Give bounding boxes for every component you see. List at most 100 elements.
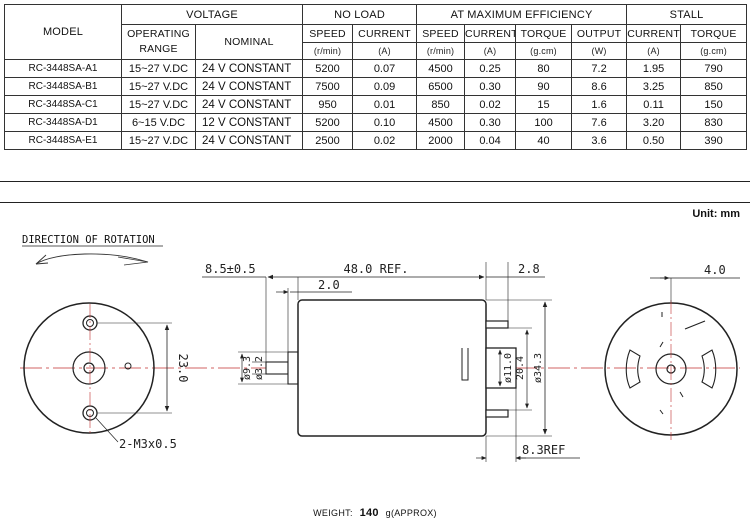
max-efficiency-header: AT MAXIMUM EFFICIENCY [416, 4, 628, 25]
table-row: RC-3448SA-E1 15~27 V.DC 24 V CONSTANT 25… [4, 131, 748, 150]
voltage-header: VOLTAGE [120, 4, 304, 25]
m3-label: 2-M3x0.5 [119, 437, 177, 451]
nl-current-cell: 0.07 [352, 59, 418, 78]
model-cell: RC-3448SA-D1 [4, 113, 122, 132]
unit-rmin: (r/min) [302, 42, 354, 60]
me-output-cell: 8.6 [571, 77, 628, 96]
direction-title: DIRECTION OF ROTATION [22, 234, 155, 246]
range-cell: 15~27 V.DC [121, 59, 196, 78]
operating-range-header: OPERATING RANGE [121, 24, 196, 60]
me-current-cell: 0.30 [464, 113, 517, 132]
st-torque-cell: 830 [680, 113, 748, 132]
range-cell: 15~27 V.DC [121, 131, 196, 150]
dim-8-5: 8.5±0.5 [205, 262, 256, 276]
terminal-bottom [485, 409, 509, 418]
me-torque-cell: 100 [515, 113, 573, 132]
nl-speed-cell: 5200 [302, 113, 354, 132]
table-row: RC-3448SA-A1 15~27 V.DC 24 V CONSTANT 52… [4, 59, 748, 78]
front-end-view: 23.0 2-M3x0.5 [23, 302, 190, 451]
nl-current-cell: 0.10 [352, 113, 418, 132]
st-current-cell: 0.11 [626, 95, 682, 114]
rear-slot-left [625, 349, 641, 389]
stall-header: STALL [626, 4, 748, 25]
svg-text:ø11.0: ø11.0 [503, 353, 514, 383]
table-row: RC-3448SA-B1 15~27 V.DC 24 V CONSTANT 75… [4, 77, 748, 96]
bearing-boss [72, 351, 106, 385]
weight-unit: g(APPROX) [385, 508, 437, 518]
direction-of-rotation: DIRECTION OF ROTATION [22, 234, 163, 266]
me-speed-cell: 850 [416, 95, 466, 114]
nl-current-cell: 0.01 [352, 95, 418, 114]
nominal-cell: 24 V CONSTANT [194, 95, 304, 114]
can-notch [461, 348, 469, 381]
st-torque-cell: 850 [680, 77, 748, 96]
range-cell: 15~27 V.DC [121, 95, 196, 114]
st-current-cell: 3.25 [626, 77, 682, 96]
me-output-header: OUTPUT [571, 24, 628, 43]
model-header: MODEL [4, 4, 122, 60]
range-cell: 15~27 V.DC [121, 77, 196, 96]
me-output-cell: 7.6 [571, 113, 628, 132]
nominal-cell: 24 V CONSTANT [194, 131, 304, 150]
rear-slot-right [701, 349, 717, 389]
me-output-cell: 1.6 [571, 95, 628, 114]
dim-2-0: 2.0 [318, 278, 340, 292]
st-torque-cell: 790 [680, 59, 748, 78]
unit-a: (A) [352, 42, 418, 60]
unit-label: Unit: mm [692, 208, 740, 220]
unit-gcm: (g.cm) [515, 42, 573, 60]
unit-gcm: (g.cm) [680, 42, 748, 60]
end-cap-outline [23, 302, 155, 434]
unit-a: (A) [626, 42, 682, 60]
st-current-cell: 3.20 [626, 113, 682, 132]
shaft [265, 361, 289, 375]
nl-speed-cell: 5200 [302, 59, 354, 78]
m3-leader [95, 417, 119, 443]
me-output-cell: 3.6 [571, 131, 628, 150]
section-divider [0, 181, 750, 182]
me-current-cell: 0.04 [464, 131, 517, 150]
model-cell: RC-3448SA-B1 [4, 77, 122, 96]
section-divider [0, 202, 750, 203]
me-torque-cell: 80 [515, 59, 573, 78]
dim-2-8: 2.8 [518, 262, 540, 276]
me-speed-cell: 4500 [416, 113, 466, 132]
unit-w: (W) [571, 42, 628, 60]
st-torque-header: TORQUE [680, 24, 748, 43]
nominal-cell: 12 V CONSTANT [194, 113, 304, 132]
dim-8-3: 8.3REF [522, 443, 565, 457]
model-cell: RC-3448SA-C1 [4, 95, 122, 114]
vent-hole [124, 362, 132, 370]
unit-a: (A) [464, 42, 517, 60]
me-torque-cell: 40 [515, 131, 573, 150]
me-speed-cell: 4500 [416, 59, 466, 78]
weight-value: 140 [359, 507, 379, 519]
nominal-header: NOMINAL [194, 24, 304, 60]
nl-current-cell: 0.09 [352, 77, 418, 96]
table-row: RC-3448SA-D1 6~15 V.DC 12 V CONSTANT 520… [4, 113, 748, 132]
st-torque-cell: 150 [680, 95, 748, 114]
me-current-header: CURRENT [464, 24, 517, 43]
weight-label: WEIGHT: [313, 508, 353, 518]
nominal-cell: 24 V CONSTANT [194, 59, 304, 78]
model-cell: RC-3448SA-A1 [4, 59, 122, 78]
st-current-cell: 1.95 [626, 59, 682, 78]
svg-text:20.4: 20.4 [515, 356, 526, 380]
st-torque-cell: 390 [680, 131, 748, 150]
st-current-header: CURRENT [626, 24, 682, 43]
motor-drawing: DIRECTION OF ROTATION 23.0 2-M3x0.5 [20, 234, 740, 462]
dim-phi-3-2: ø3.2 [254, 356, 265, 380]
shaft-hole [83, 362, 95, 374]
unit-rmin: (r/min) [416, 42, 466, 60]
nl-speed-header: SPEED [302, 24, 354, 43]
weight-line: WEIGHT: 140 g(APPROX) [0, 507, 750, 519]
rear-terminal-mark [684, 320, 706, 330]
me-speed-cell: 2000 [416, 131, 466, 150]
rotation-arrowhead [35, 254, 49, 265]
me-speed-header: SPEED [416, 24, 466, 43]
table-row: RC-3448SA-C1 15~27 V.DC 24 V CONSTANT 95… [4, 95, 748, 114]
st-current-cell: 0.50 [626, 131, 682, 150]
spec-table: MODEL VOLTAGE NO LOAD AT MAXIMUM EFFICIE… [4, 4, 748, 150]
motor-can [297, 299, 487, 437]
me-torque-cell: 15 [515, 95, 573, 114]
